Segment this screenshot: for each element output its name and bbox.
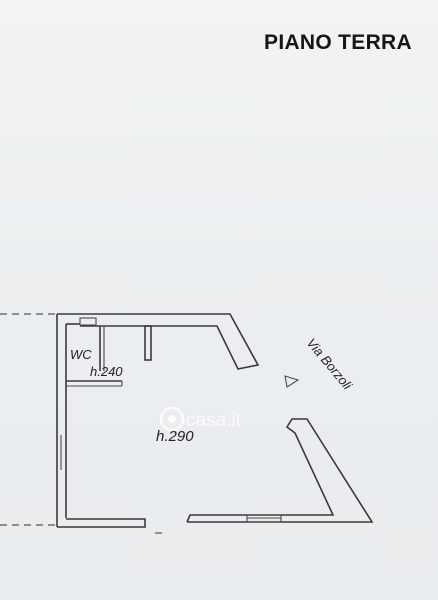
watermark-brand: casa.it: [186, 410, 242, 431]
watermark-logo-dot: [168, 415, 176, 423]
wc-height-label: h.240: [90, 364, 123, 379]
wc-label: WC: [70, 347, 92, 362]
watermark: casa.it: [159, 406, 242, 432]
room-walls: [56, 313, 374, 534]
property-boundary: [0, 313, 56, 526]
floor-title: PIANO TERRA: [264, 31, 412, 54]
street-label: Via Borzoli: [304, 335, 356, 393]
top-wall: [57, 313, 260, 370]
storefront-wall: [186, 418, 374, 523]
wc-vent: [79, 317, 97, 326]
main-room-height-label: h.290: [156, 428, 194, 445]
corner-marker: [284, 375, 300, 388]
watermark-logo-icon: [159, 406, 185, 432]
bottom-wall-left: [57, 518, 146, 528]
inner-partition: [144, 325, 152, 361]
